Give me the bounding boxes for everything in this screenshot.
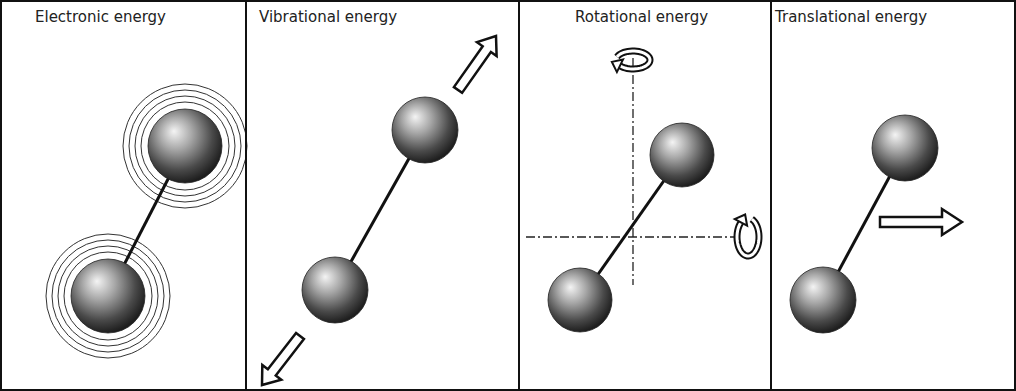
atom-sphere bbox=[650, 123, 714, 187]
electron-ring bbox=[123, 84, 247, 208]
electron-ring bbox=[129, 90, 241, 202]
panel-title: Rotational energy bbox=[575, 8, 708, 26]
electron-ring bbox=[52, 240, 164, 352]
energy-panel: Translational energy bbox=[770, 0, 1016, 391]
panel-title: Electronic energy bbox=[35, 8, 166, 26]
rotation-axis bbox=[526, 236, 742, 237]
motion-arrow bbox=[880, 209, 962, 235]
rotation-arrowhead bbox=[735, 214, 747, 225]
energy-panel: Rotational energy bbox=[518, 0, 772, 391]
atom-sphere bbox=[71, 259, 145, 333]
rotation-axis bbox=[632, 58, 633, 285]
electron-ring bbox=[141, 102, 229, 190]
electron-ring bbox=[135, 96, 235, 196]
rotation-arrow bbox=[737, 219, 759, 256]
panel-title: Translational energy bbox=[775, 8, 927, 26]
panel-title: Vibrational energy bbox=[259, 8, 397, 26]
atom-sphere bbox=[790, 267, 856, 333]
atom-sphere bbox=[148, 109, 222, 183]
energy-panel: Vibrational energy bbox=[245, 0, 520, 391]
motion-arrow bbox=[262, 333, 304, 385]
rotation-arrow bbox=[737, 219, 759, 256]
energy-panel: Electronic energy bbox=[0, 0, 247, 391]
electron-ring bbox=[58, 246, 158, 346]
atom-sphere bbox=[872, 115, 938, 181]
atom-sphere bbox=[392, 97, 458, 163]
electron-ring bbox=[46, 234, 170, 358]
atom-sphere bbox=[548, 268, 612, 332]
motion-arrow bbox=[454, 36, 497, 93]
atom-sphere bbox=[302, 257, 368, 323]
electron-ring bbox=[64, 252, 152, 340]
rotation-arrowhead bbox=[612, 59, 623, 72]
